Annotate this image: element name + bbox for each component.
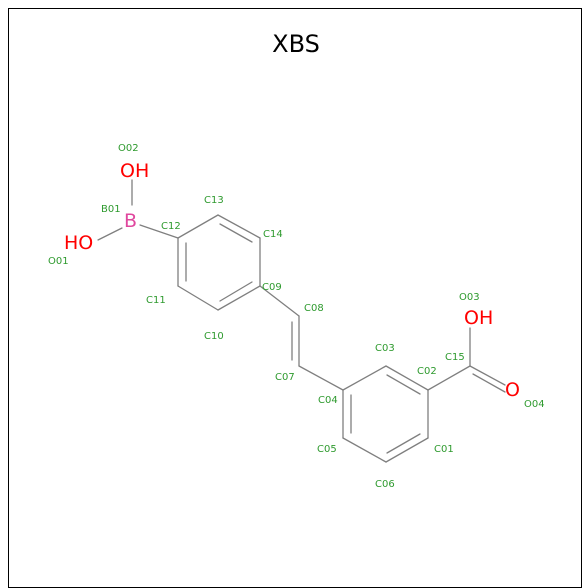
bond-c04-c03 xyxy=(342,365,387,391)
atom-label-c05: C05 xyxy=(317,444,337,455)
bond-c01-c06-inner xyxy=(386,433,421,454)
bond-c01-c06 xyxy=(385,437,429,463)
molecule-title: XBS xyxy=(272,30,320,58)
bond-c03-c02-inner xyxy=(386,374,421,395)
bond-c13-c14-inner xyxy=(219,223,253,243)
bond-c12-c13 xyxy=(177,214,219,239)
atom-label-o03: O03 xyxy=(459,292,480,303)
bond-c06-c05 xyxy=(342,437,387,463)
atom-label-c14: C14 xyxy=(263,229,283,240)
atom-label-c10: C10 xyxy=(204,331,224,342)
atom-label-c06: C06 xyxy=(375,479,395,490)
oxygen-symbol-o04: O xyxy=(505,379,520,401)
atom-label-c02: C02 xyxy=(417,366,437,377)
bond-c09-c10 xyxy=(217,285,261,311)
bond-c10-c11 xyxy=(177,285,219,311)
atom-label-o01: O01 xyxy=(48,256,69,267)
atom-label-c01: C01 xyxy=(434,444,454,455)
bond-c09-c08 xyxy=(259,285,300,317)
bond-b01-o01 xyxy=(97,227,123,241)
bond-c09-c10-inner xyxy=(219,281,253,302)
atom-label-c03: C03 xyxy=(375,343,395,354)
oxygen-symbol-o02: OH xyxy=(120,160,149,182)
atom-label-group: O02 B01 O01 C13 C12 C14 C11 C09 C08 C10 … xyxy=(48,143,545,490)
bond-c03-c02 xyxy=(385,365,429,391)
atom-label-c11: C11 xyxy=(146,295,166,306)
bond-c13-c14 xyxy=(217,214,261,239)
atom-label-c07: C07 xyxy=(275,372,295,383)
atom-label-b01: B01 xyxy=(101,204,121,215)
atom-label-c12: C12 xyxy=(161,221,181,232)
bond-c15-o04 xyxy=(469,365,506,386)
atom-label-c09: C09 xyxy=(262,282,282,293)
bond-group xyxy=(97,179,506,463)
oxygen-symbol-o01: HO xyxy=(64,232,93,254)
boron-symbol-b01: B xyxy=(124,210,137,232)
atom-label-o02: O02 xyxy=(118,143,139,154)
atom-label-c13: C13 xyxy=(204,195,224,206)
atom-label-c04: C04 xyxy=(318,395,338,406)
atom-label-c08: C08 xyxy=(304,303,324,314)
oxygen-symbol-o03: OH xyxy=(464,307,493,329)
bond-c07-c04 xyxy=(298,365,344,391)
atom-label-c15: C15 xyxy=(445,352,465,363)
bond-c02-c15 xyxy=(427,365,471,391)
bond-b01-c12 xyxy=(139,224,179,239)
bond-c15-o04-inner xyxy=(472,373,506,393)
atom-label-o04: O04 xyxy=(524,399,545,410)
molecule-frame xyxy=(8,8,582,588)
